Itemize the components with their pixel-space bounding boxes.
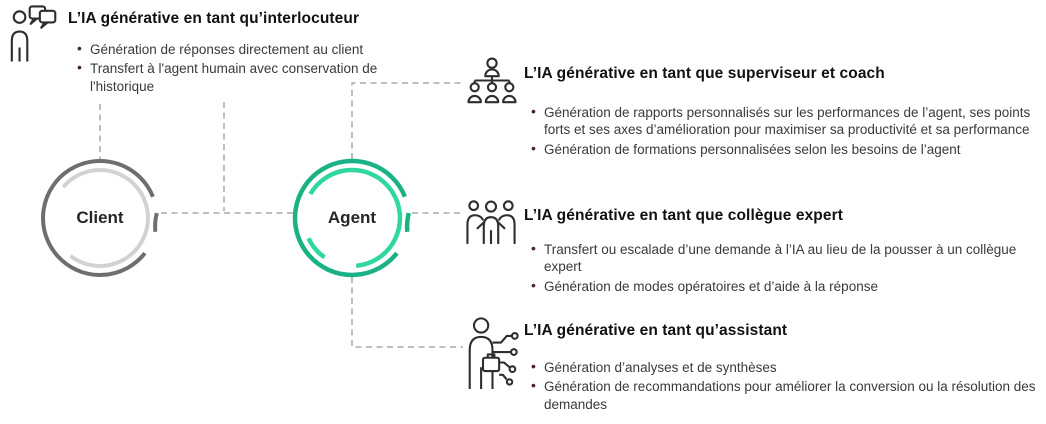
- bullet-item: Génération de réponses directement au cl…: [74, 40, 386, 58]
- section-title-collegue: L’IA générative en tant que collègue exp…: [524, 207, 843, 224]
- client-circle-outer-arc: [41, 158, 155, 277]
- section-title-superviseur: L’IA générative en tant que superviseur …: [524, 65, 885, 82]
- bullet-list-superviseur: Génération de rapports personnalisés sur…: [528, 103, 1040, 160]
- agent-circle-inner-stub: [306, 237, 326, 260]
- client-circle-outer-stub: [153, 212, 159, 232]
- connector-agent-assistant: [351, 277, 463, 348]
- agent-circle-outer-arc: [292, 158, 407, 278]
- agent-circle-label: Agent: [327, 208, 377, 227]
- agent-circle-outer-stub: [404, 212, 411, 232]
- bullet-item: Transfert à l'agent humain avec conserva…: [74, 59, 386, 95]
- bullet-item: Transfert ou escalade d’une demande à l’…: [528, 240, 1040, 276]
- client-circle-label: Client: [76, 208, 124, 227]
- bullet-item: Génération de formations personnalisées …: [528, 140, 1040, 158]
- person-chat-icon: [7, 4, 63, 67]
- org-chart-icon: [467, 57, 517, 109]
- bullet-item: Génération de recommandations pour améli…: [528, 377, 1040, 413]
- bullet-item: Génération d’analyses et de synthèses: [528, 358, 1040, 376]
- section-title-interlocuteur: L’IA générative en tant qu’interlocuteur: [68, 10, 360, 27]
- section-title-assistant: L’IA générative en tant qu’assistant: [524, 322, 788, 339]
- client-circle-inner-arc: [61, 168, 150, 268]
- agent-circle-inner-arc: [308, 167, 403, 269]
- bullet-list-assistant: Génération d’analyses et de synthèses Gé…: [528, 358, 1040, 415]
- bullet-item: Génération de modes opératoires et d’aid…: [528, 277, 1040, 295]
- bullet-list-interlocuteur: Génération de réponses directement au cl…: [74, 40, 386, 97]
- bullet-item: Génération de rapports personnalisés sur…: [528, 103, 1040, 139]
- person-circuit-icon: [463, 316, 522, 395]
- bullet-list-collegue: Transfert ou escalade d’une demande à l’…: [528, 240, 1040, 297]
- team-icon: [466, 199, 516, 249]
